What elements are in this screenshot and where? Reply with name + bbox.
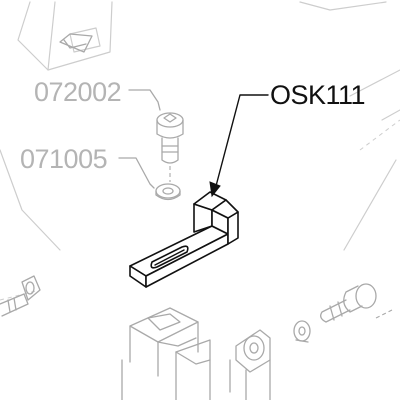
screw-072002-drawing <box>156 112 184 182</box>
lower-right-bolt-drawing <box>320 283 393 323</box>
washer-071005-drawing <box>155 183 181 201</box>
lower-middle-roller-drawing <box>229 329 271 400</box>
leader-071005 <box>118 157 155 189</box>
label-osk111: OSK111 <box>270 80 365 110</box>
lower-left-bolt-drawing <box>0 275 41 317</box>
background-assembly-linework <box>0 1 400 301</box>
leader-072002 <box>128 89 161 111</box>
lower-right-washer-drawing <box>293 320 311 343</box>
upper-ghost-component <box>59 33 93 53</box>
label-072002: 072002 <box>34 77 121 107</box>
leader-osk111 <box>209 94 269 198</box>
label-071005: 071005 <box>20 144 107 174</box>
bracket-osk111-drawing <box>129 191 239 288</box>
lower-block-assembly-drawing <box>121 307 211 400</box>
